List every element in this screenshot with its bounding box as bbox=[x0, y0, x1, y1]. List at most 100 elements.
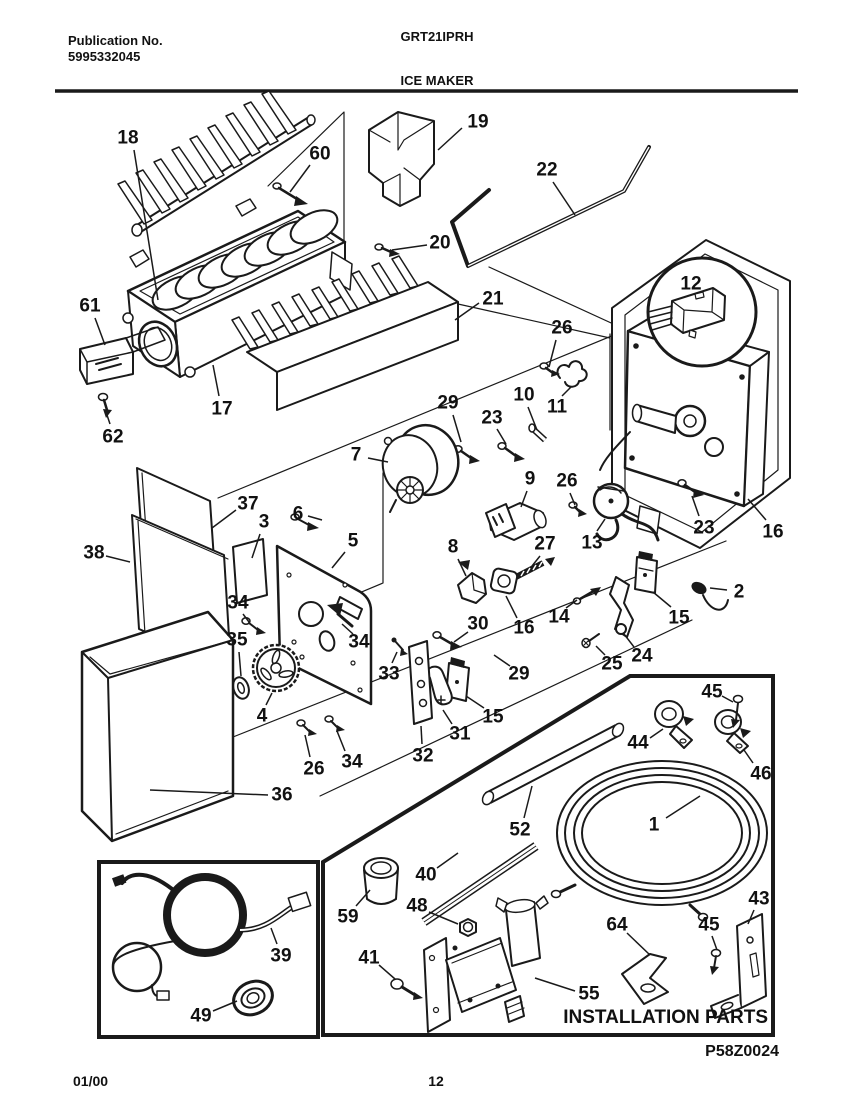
leader-line bbox=[493, 654, 511, 667]
leader-line bbox=[437, 127, 463, 151]
motor-drawing bbox=[381, 423, 460, 513]
bushing-59-drawing bbox=[363, 857, 399, 905]
leader-line bbox=[595, 645, 606, 656]
leader-line bbox=[649, 728, 664, 739]
callout-41: 41 bbox=[358, 948, 380, 969]
callout-7: 7 bbox=[351, 445, 362, 466]
leader-line bbox=[212, 1000, 238, 1012]
tube-52-drawing bbox=[481, 722, 625, 806]
screw-25-drawing bbox=[581, 633, 600, 649]
screw-34-lower-drawing bbox=[324, 715, 345, 732]
callout-15: 15 bbox=[668, 608, 690, 629]
callout-45: 45 bbox=[698, 915, 720, 936]
callout-12: 12 bbox=[680, 274, 701, 295]
screw-33-drawing bbox=[391, 637, 408, 656]
pin-10-drawing bbox=[528, 423, 548, 443]
callout-16: 16 bbox=[762, 522, 783, 543]
leader-line bbox=[505, 595, 518, 619]
leader-line bbox=[569, 492, 576, 506]
leader-line bbox=[341, 623, 354, 635]
leader-line bbox=[270, 927, 278, 945]
page-title: ICE MAKER bbox=[401, 73, 475, 88]
cover-19-drawing bbox=[368, 111, 435, 207]
screw-45-upper-drawing bbox=[731, 694, 744, 728]
callout-40: 40 bbox=[415, 865, 436, 886]
callout-19: 19 bbox=[467, 112, 488, 133]
bracket-61-drawing bbox=[79, 326, 166, 385]
switch-15-right-drawing bbox=[634, 551, 658, 594]
screw-6-drawing bbox=[290, 513, 319, 531]
leader-line bbox=[238, 651, 242, 677]
screw-23-right-drawing bbox=[677, 479, 704, 498]
leader-line bbox=[105, 411, 111, 425]
leader-line bbox=[626, 932, 651, 956]
leader-line bbox=[391, 244, 428, 251]
screw-62-drawing bbox=[97, 392, 112, 418]
leader-line bbox=[561, 386, 572, 397]
leader-line bbox=[454, 302, 480, 321]
grommet-49-drawing bbox=[232, 979, 274, 1017]
screw-26-mid-drawing bbox=[568, 501, 587, 517]
callout-26: 26 bbox=[551, 318, 572, 339]
leader-line bbox=[289, 164, 311, 193]
leader-line bbox=[391, 651, 398, 664]
callout-24: 24 bbox=[631, 646, 653, 667]
leader-line bbox=[133, 149, 159, 301]
callout-4: 4 bbox=[257, 706, 268, 727]
water-valve-drawing bbox=[423, 895, 549, 1033]
callout-59: 59 bbox=[337, 907, 358, 928]
leader-line bbox=[378, 964, 396, 980]
callout-46: 46 bbox=[750, 764, 771, 785]
page-header: Publication No. 5995332045 GRT21IPRH ICE… bbox=[55, 29, 798, 93]
footer-date: 01/00 bbox=[73, 1073, 108, 1089]
leader-line bbox=[747, 498, 767, 521]
callout-38: 38 bbox=[83, 543, 104, 564]
callout-48: 48 bbox=[406, 896, 427, 917]
leader-line bbox=[496, 428, 507, 445]
leader-line bbox=[743, 749, 754, 764]
callout-35: 35 bbox=[226, 630, 248, 651]
installation-parts-box: INSTALLATION PARTS bbox=[321, 674, 775, 1037]
callout-14: 14 bbox=[548, 607, 570, 628]
screw-23-left-drawing bbox=[497, 442, 525, 462]
leader-line bbox=[531, 555, 541, 567]
callout-17: 17 bbox=[211, 399, 232, 420]
callout-55: 55 bbox=[578, 984, 600, 1005]
callout-60: 60 bbox=[309, 144, 330, 165]
leader-line bbox=[251, 533, 261, 559]
cutter-grid-drawing bbox=[231, 255, 459, 411]
leader-line bbox=[428, 911, 459, 925]
callout-31: 31 bbox=[449, 724, 471, 745]
leader-line bbox=[211, 509, 237, 529]
callout-45: 45 bbox=[701, 682, 723, 703]
callout-2: 2 bbox=[734, 582, 745, 603]
publication-number: 5995332045 bbox=[68, 49, 140, 64]
leader-line bbox=[453, 631, 469, 643]
nut-48-drawing bbox=[459, 918, 477, 937]
leader-line bbox=[94, 317, 106, 346]
leader-line bbox=[457, 558, 467, 577]
plate-5-drawing bbox=[275, 544, 373, 706]
page-footer: P58Z0024 01/00 12 bbox=[73, 1043, 779, 1089]
leader-line bbox=[523, 785, 533, 819]
leader-line bbox=[331, 551, 346, 569]
leader-line bbox=[520, 490, 528, 508]
leader-line bbox=[355, 889, 371, 907]
leader-line bbox=[442, 709, 453, 725]
callout-23: 23 bbox=[693, 518, 714, 539]
leader-line bbox=[709, 587, 728, 591]
callout-22: 22 bbox=[536, 160, 557, 181]
callout-18: 18 bbox=[117, 128, 138, 149]
leader-line bbox=[420, 725, 423, 745]
leader-line bbox=[527, 406, 538, 431]
callout-6: 6 bbox=[293, 504, 304, 525]
water-line-coil-drawing bbox=[550, 760, 768, 922]
leader-line bbox=[436, 852, 459, 869]
callout-5: 5 bbox=[348, 531, 359, 552]
installation-parts-label: INSTALLATION PARTS bbox=[563, 1007, 768, 1028]
ice-bucket-drawing bbox=[80, 610, 235, 843]
plate-3-drawing bbox=[232, 538, 268, 604]
leader-line bbox=[307, 515, 323, 521]
screw-60-drawing bbox=[272, 182, 308, 206]
